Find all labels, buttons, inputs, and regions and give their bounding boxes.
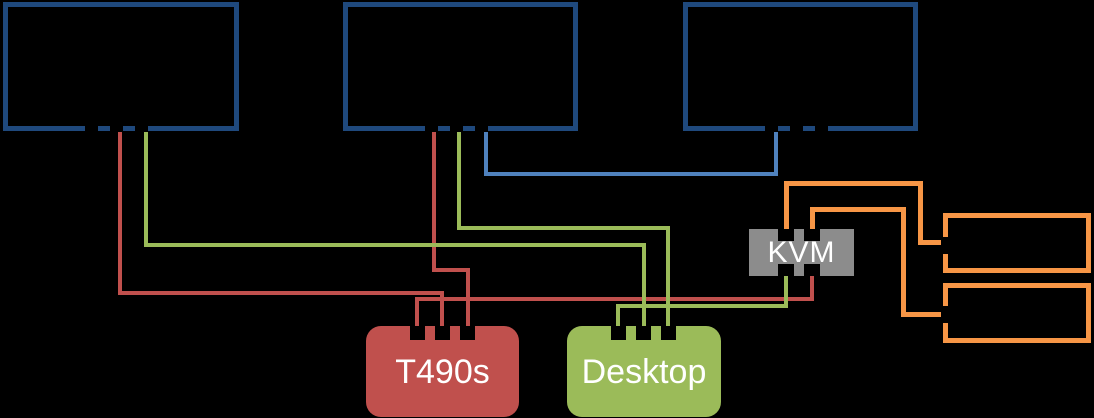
wire-kvm-to-peripheral1-segment-2 (783, 180, 923, 186)
wire-monitor1-to-t490s-segment-3 (440, 291, 444, 342)
desktop-label: Desktop (581, 352, 707, 391)
wire-monitor2-to-monitor3-daisychain-segment-3 (774, 125, 778, 176)
peripheral-2-port-notch (941, 306, 949, 323)
monitor-2-port-notch (475, 125, 488, 132)
monitor-2 (343, 2, 578, 131)
monitor-2-port-notch (425, 125, 438, 132)
monitor-3-port-notch (765, 125, 778, 132)
wire-monitor2-to-t490s-segment-1 (432, 125, 436, 272)
kvm-bottom-port-notch (804, 264, 820, 276)
wire-kvm-to-peripheral1-segment-4 (917, 239, 949, 245)
monitor-1-port-notch (110, 125, 123, 132)
laptop-port-notch (410, 326, 425, 340)
peripheral-1-port-notch (941, 237, 949, 254)
wire-kvm-to-desktop-segment-3 (616, 304, 620, 342)
monitor-1 (3, 2, 239, 131)
kvm-switch: KVM (749, 229, 854, 276)
peripheral-2 (943, 283, 1091, 343)
laptop-t490s: T490s (366, 326, 519, 417)
laptop-label: T490s (395, 352, 490, 391)
desktop-port-notch (611, 326, 626, 340)
wire-monitor1-to-t490s-segment-1 (118, 125, 122, 295)
wire-monitor1-to-desktop-segment-3 (642, 243, 646, 342)
wire-kvm-to-peripheral2-segment-2 (809, 206, 906, 212)
desktop-port-notch (636, 326, 651, 340)
kvm-label: KVM (767, 235, 836, 269)
peripheral-1 (943, 213, 1091, 273)
wire-kvm-to-t490s-segment-2 (415, 297, 814, 301)
wire-monitor2-to-monitor3-daisychain-segment-2 (484, 172, 778, 176)
wire-monitor1-to-desktop-segment-2 (144, 243, 646, 247)
wire-kvm-to-peripheral2-segment-1 (809, 206, 815, 243)
wire-monitor1-to-desktop-segment-1 (144, 125, 148, 247)
wire-kvm-to-peripheral1-segment-3 (917, 180, 923, 245)
monitor-1-port-notch (85, 125, 98, 132)
wire-kvm-to-peripheral1-segment-1 (783, 180, 789, 243)
monitor-3 (683, 2, 918, 131)
wire-kvm-to-peripheral2-segment-3 (900, 206, 906, 317)
monitor-3-port-notch (790, 125, 803, 132)
wire-monitor2-to-desktop-segment-2 (457, 226, 670, 230)
monitor-1-port-notch (135, 125, 148, 132)
wire-monitor2-to-desktop-segment-3 (666, 226, 670, 342)
desktop-port-notch (661, 326, 676, 340)
kvm-top-port-notch (804, 229, 820, 241)
kvm-bottom-port-notch (778, 264, 794, 276)
laptop-port-notch (435, 326, 450, 340)
monitor-2-port-notch (450, 125, 463, 132)
wire-kvm-to-t490s-segment-3 (415, 297, 419, 342)
wire-monitor2-to-t490s-segment-3 (466, 268, 470, 342)
wire-monitor2-to-monitor3-daisychain-segment-1 (484, 125, 488, 176)
wire-monitor1-to-t490s-segment-2 (118, 291, 444, 295)
wire-kvm-to-desktop-segment-2 (616, 304, 788, 308)
kvm-top-port-notch (778, 229, 794, 241)
wire-kvm-to-desktop-segment-1 (784, 264, 788, 308)
wire-monitor2-to-t490s-segment-2 (432, 268, 470, 272)
desktop-pc: Desktop (567, 326, 721, 417)
wire-monitor2-to-desktop-segment-1 (457, 125, 461, 230)
laptop-port-notch (460, 326, 475, 340)
wire-kvm-to-peripheral2-segment-4 (900, 311, 949, 317)
monitor-3-port-notch (815, 125, 828, 132)
wire-kvm-to-t490s-segment-1 (810, 264, 814, 301)
